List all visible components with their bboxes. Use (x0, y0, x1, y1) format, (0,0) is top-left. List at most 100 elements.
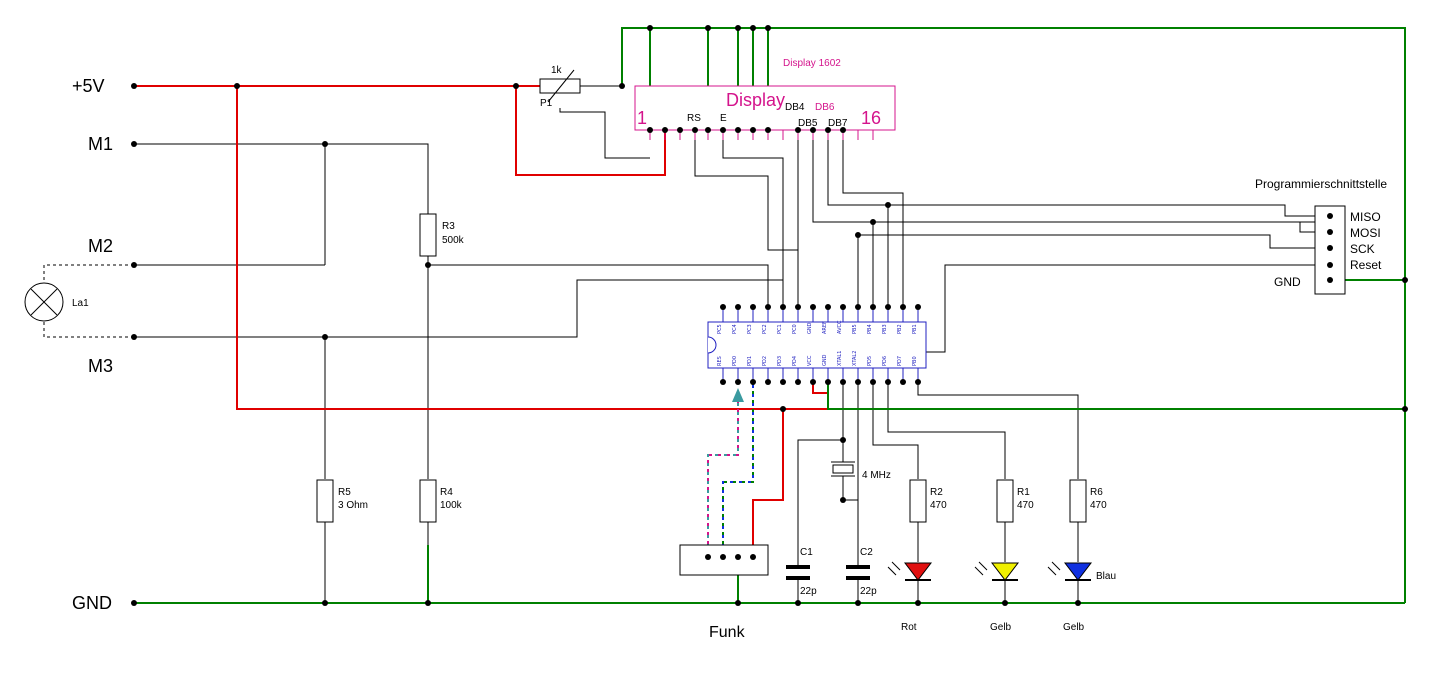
r3-name: R3 (442, 221, 455, 232)
mcu-top-pin-label: PC3 (747, 324, 753, 334)
lamp-bottom-lead (43, 322, 134, 338)
resistor-r2 (909, 479, 927, 523)
c2-name: C2 (860, 547, 873, 558)
junction-dot (795, 304, 801, 310)
capacitor-c2: C2 22p (846, 547, 877, 597)
junction-dot (885, 304, 891, 310)
junction-dot (855, 600, 861, 606)
pd6-wire (887, 382, 1006, 479)
junction-dot (750, 554, 756, 560)
junction-dot (677, 127, 683, 133)
r1-value: 470 (1017, 500, 1034, 511)
display-pin-last: 16 (861, 108, 881, 128)
junction-dot (795, 379, 801, 385)
junction-dot (750, 379, 756, 385)
c1-value: 22p (800, 586, 817, 597)
rail-m2-label: M2 (88, 236, 113, 256)
junction-dot (662, 127, 668, 133)
junction-dot (795, 600, 801, 606)
c2-plate-top (846, 565, 870, 569)
mcu-bottom-pin-label: PD3 (777, 356, 783, 366)
junction-dot (885, 202, 891, 208)
junction-dot (322, 600, 328, 606)
vcc-mcu-wire (812, 382, 829, 409)
r2-value: 470 (930, 500, 947, 511)
led-red: Rot (887, 561, 933, 633)
rail-gnd-label: GND (72, 593, 112, 613)
led-blue-label: Gelb (1063, 622, 1085, 633)
junction-dot (825, 304, 831, 310)
led-blue-color-label: Blau (1096, 571, 1116, 582)
mcu-body (707, 321, 927, 369)
display-body (634, 85, 896, 131)
c1-plate-bottom (786, 576, 810, 580)
mcu-top-pin-label: AVCC (837, 320, 843, 334)
capacitor-c1: C1 22p (786, 547, 817, 597)
junction-dot (825, 379, 831, 385)
junction-dot (765, 127, 771, 133)
junction-dot (720, 379, 726, 385)
junction-dot (780, 304, 786, 310)
mcu-top-pin-label: PB4 (867, 324, 873, 334)
display-pin-db7: DB7 (828, 118, 848, 129)
junction-dot (647, 25, 653, 31)
junction-dot (855, 379, 861, 385)
r2-name: R2 (930, 487, 943, 498)
junction-dot (840, 379, 846, 385)
mcu-top-pin-label: PB3 (882, 324, 888, 334)
led-yellow-rays (974, 561, 988, 576)
prog-pin-sck: SCK (1350, 242, 1375, 256)
junction-dot (840, 127, 846, 133)
gnd-right-vertical (621, 27, 1406, 603)
lamp-top-lead (43, 264, 134, 283)
pot-arrow (547, 69, 575, 103)
vcc-funk-wire (752, 409, 784, 557)
junction-dot (1327, 245, 1333, 251)
junction-dot (322, 334, 328, 340)
crystal-value: 4 MHz (862, 470, 891, 481)
mcu-top-pin-label: PB1 (912, 324, 918, 334)
r5-name: R5 (338, 487, 351, 498)
divider-tap-wire (428, 264, 769, 307)
junction-dot (870, 219, 876, 225)
junction-dot (915, 379, 921, 385)
display-pin-rs: RS (687, 113, 701, 124)
resistor-r4 (419, 479, 437, 523)
junction-dot (513, 83, 519, 89)
c2-value: 22p (860, 586, 877, 597)
junction-dot (735, 379, 741, 385)
led-yellow: Gelb (974, 561, 1020, 633)
c1-name: C1 (800, 547, 813, 558)
prog-title: Programmierschnittstelle (1255, 177, 1387, 191)
m3-wire (134, 279, 784, 338)
mcu-top-pin-label: PC0 (792, 324, 798, 334)
junction-dot (810, 379, 816, 385)
junction-dot (720, 304, 726, 310)
resistor-r5 (316, 479, 334, 523)
junction-dot (1327, 262, 1333, 268)
r4-name: R4 (440, 487, 453, 498)
rail-m1-label: M1 (88, 134, 113, 154)
reset-wire (918, 264, 1330, 353)
pot-value: 1k (551, 65, 563, 76)
junction-dot (705, 25, 711, 31)
display-pin-first: 1 (637, 108, 647, 128)
junction-dot (425, 262, 431, 268)
c1-plate-top (786, 565, 810, 569)
mcu-bottom-pin-label: PD6 (882, 356, 888, 366)
lamp-label: La1 (72, 298, 89, 309)
junction-dot (900, 379, 906, 385)
junction-dot (720, 554, 726, 560)
r3-value: 500k (442, 235, 465, 246)
led-blue-rays (1047, 561, 1061, 576)
led-blue: Blau Gelb (1047, 561, 1116, 633)
r5-value: 3 Ohm (338, 500, 368, 511)
display-title: Display 1602 (783, 58, 841, 69)
junction-dot (795, 127, 801, 133)
junction-dot (915, 600, 921, 606)
rail-vcc-label: +5V (72, 76, 105, 96)
r6-name: R6 (1090, 487, 1103, 498)
mcu-bottom-pin-label: PD1 (747, 356, 753, 366)
funk-data-wire-2 (722, 382, 754, 545)
